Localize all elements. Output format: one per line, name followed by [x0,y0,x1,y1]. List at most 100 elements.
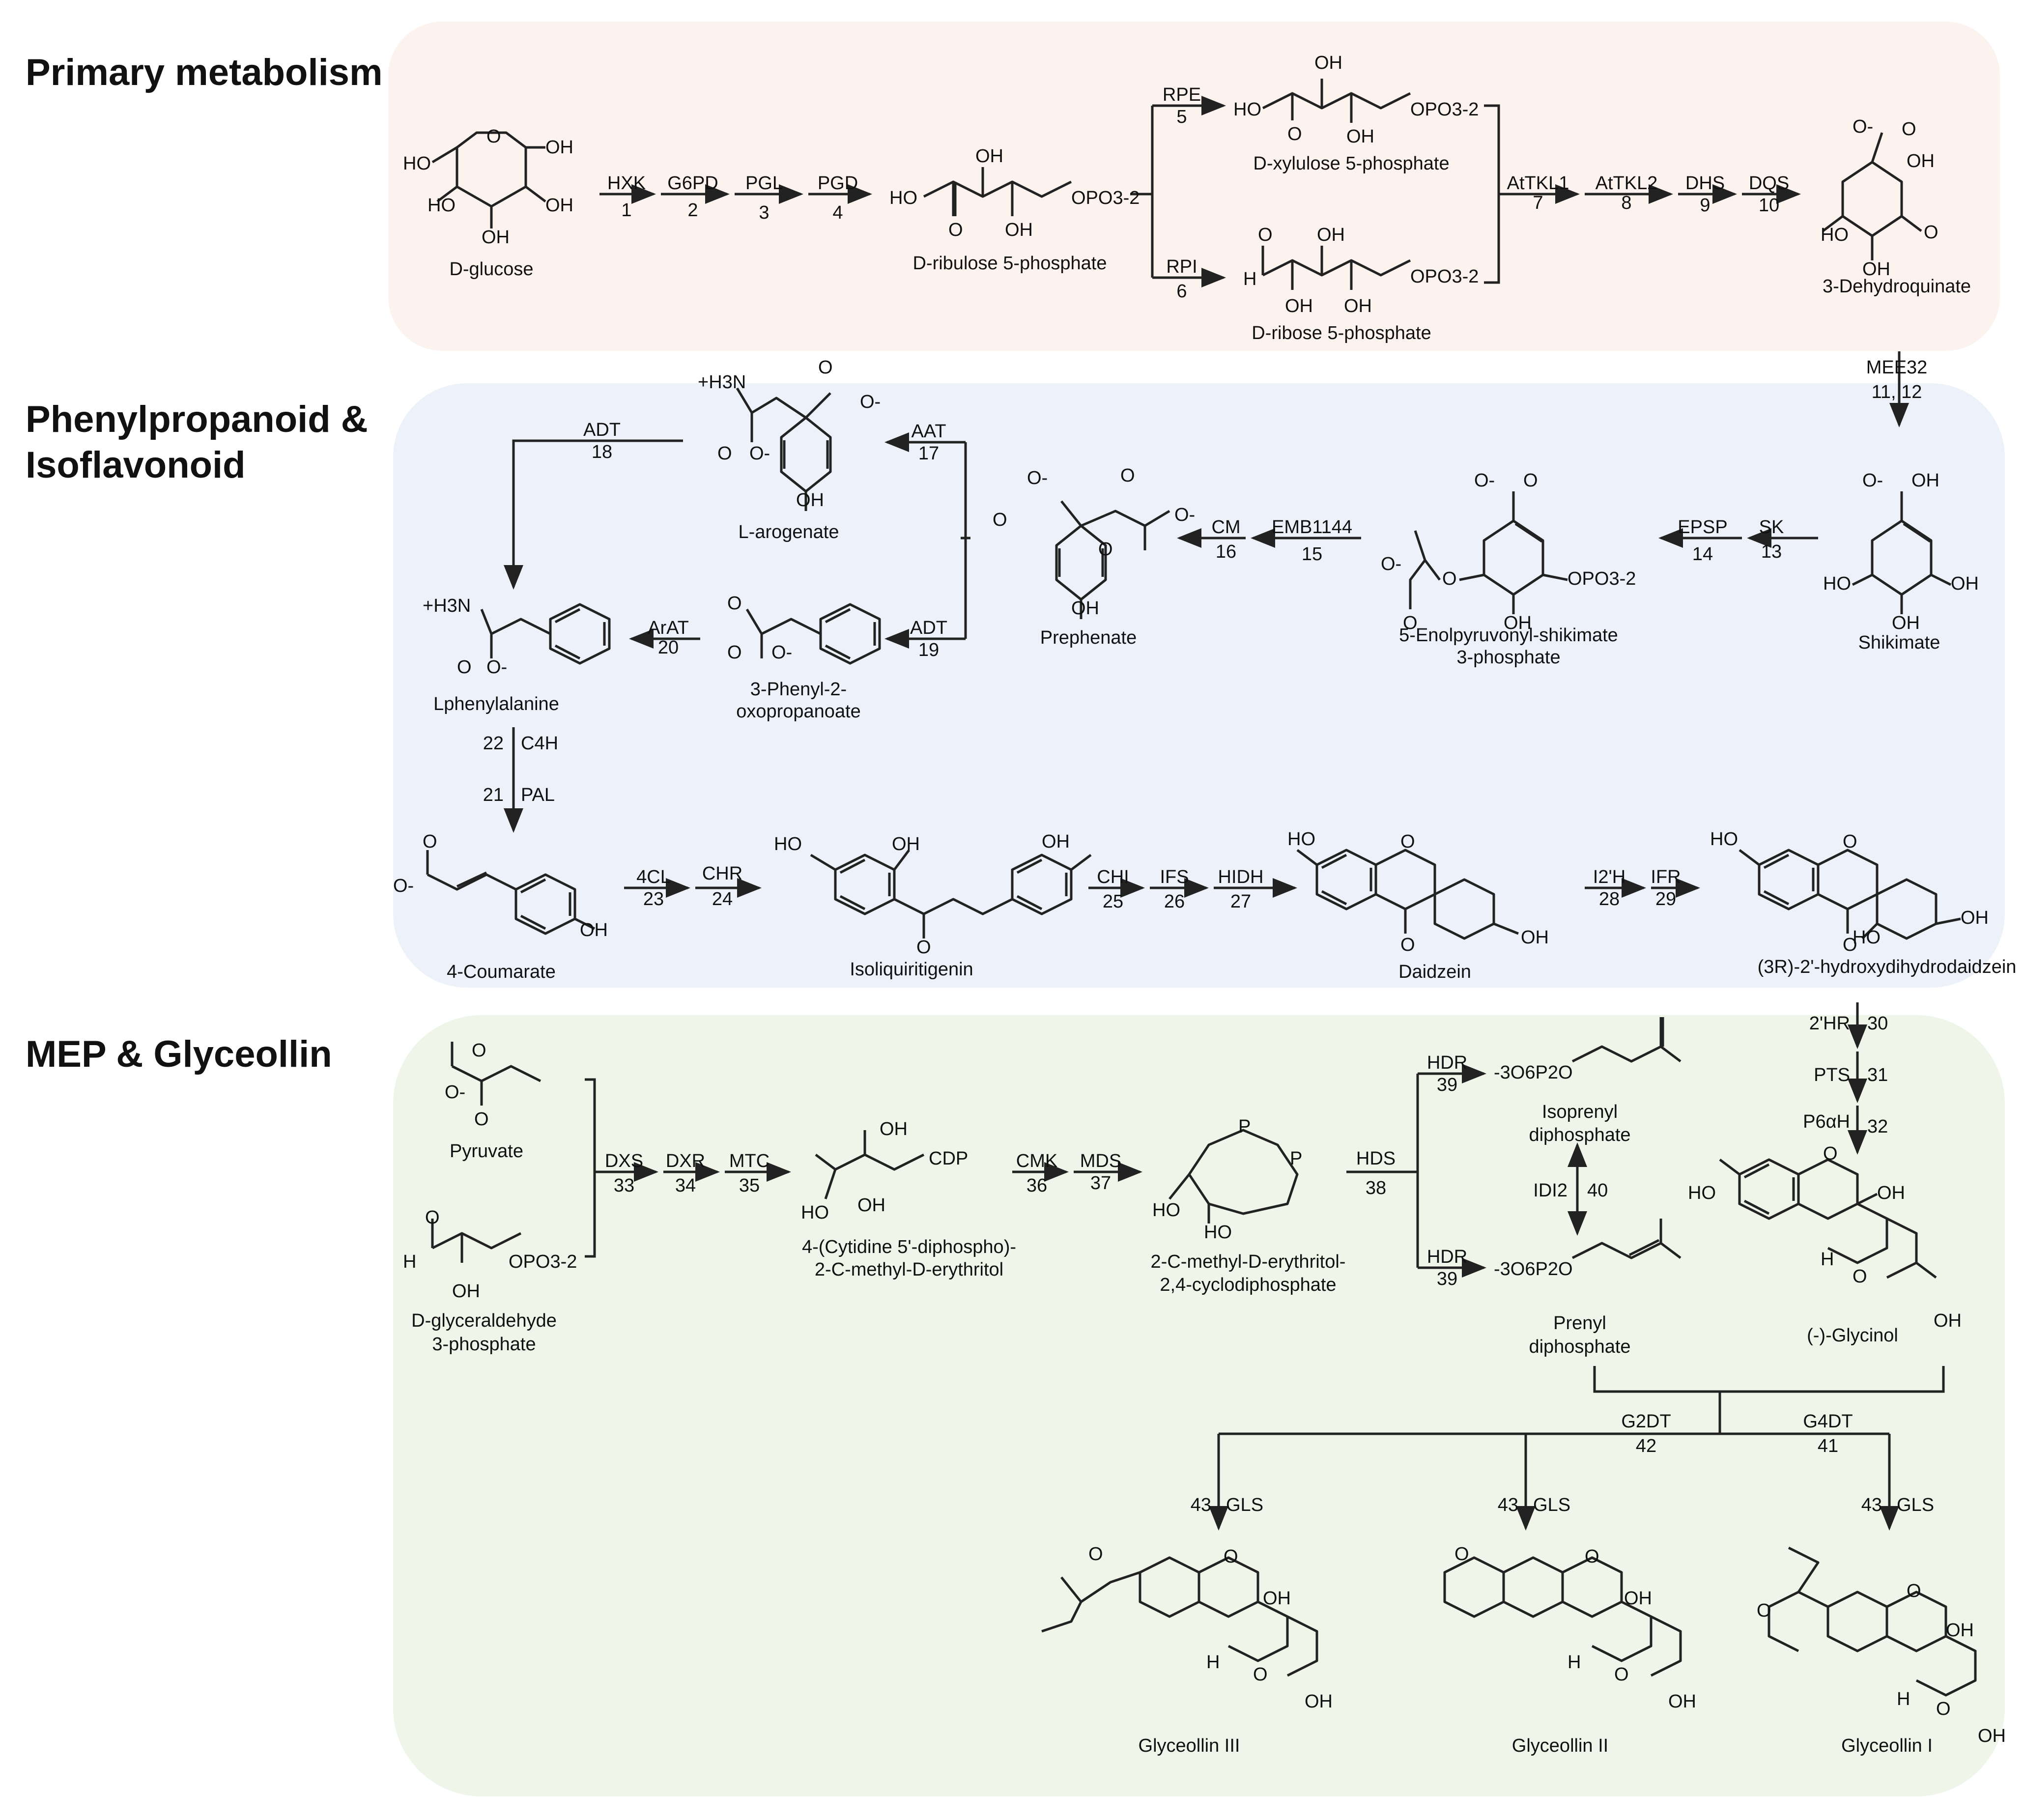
atom-label: HO [1233,99,1261,120]
compound-glyceollin-iii: Glyceollin III [1139,1735,1240,1756]
enzyme-step-15: 15 [1302,544,1322,565]
section-title-mep: MEP & Glyceollin [26,1033,332,1075]
atom-label: O- [1474,470,1495,491]
compound-cdpme-line1: 4-(Cytidine 5'-diphospho)- [802,1237,1016,1257]
atom-label: OH [1951,573,1979,594]
section-title-primary: Primary metabolism [26,52,383,93]
compound-shikimate: Shikimate [1858,632,1940,653]
atom-label: O [1442,569,1457,589]
compound-hydroxydihydrodaidzein: (3R)-2'-hydroxydihydrodaidzein [1758,957,2017,977]
enzyme-pal: PAL [521,785,555,805]
enzyme-i2h: I2'H [1593,867,1625,887]
enzyme-dxs: DXS [605,1151,643,1171]
enzyme-rpe: RPE [1163,85,1201,105]
atom-label: O [486,126,501,147]
atom-label: O [423,831,437,852]
compound-dmapp-line2: diphosphate [1529,1337,1630,1357]
atom-label: OH [580,920,608,940]
compound-isoliquiritigenin: Isoliquiritigenin [850,959,973,980]
atom-label: OH [1978,1726,2006,1746]
atom-label: HO [1853,927,1881,948]
atom-label: H [1568,1652,1581,1673]
atom-label: O [1088,1544,1103,1564]
atom-label: HO [801,1202,829,1223]
enzyme-g2dt: G2DT [1621,1411,1671,1432]
arrow-branch-aat-adt [961,442,970,639]
atom-label: HO [889,188,917,208]
enzyme-p6ah: P6αH [1803,1111,1850,1132]
enzyme-step-3: 3 [759,202,769,223]
arrow-adt18 [504,439,683,590]
enzyme-step-13: 13 [1761,541,1782,562]
enzyme-dxr: DXR [666,1151,705,1171]
atom-label: -3O6P2O [1494,1062,1573,1083]
atom-label: OH [1263,1588,1291,1609]
atom-label: O [1400,831,1415,852]
enzyme-step-17: 17 [918,443,939,464]
compound-3-dehydroquinate: 3-Dehydroquinate [1823,276,1971,297]
atom-label: O [717,443,732,464]
panel-primary-metabolism [388,22,2000,351]
atom-label: O [1757,1600,1771,1621]
atom-label: HO [1823,573,1851,594]
enzyme-step-5: 5 [1176,107,1187,127]
atom-label: O [1853,1266,1867,1287]
section-title-phenylpropanoid-line1: Phenylpropanoid & [26,398,368,440]
enzyme-step-43c: 43 [1861,1495,1882,1515]
compound-epsp-line1: 5-Enolpyruvonyl-shikimate [1399,625,1618,646]
atom-label: O- [1381,554,1401,574]
arrow-branch-rpe-rpi [1130,106,1154,278]
enzyme-sk: SK [1759,517,1784,538]
atom-label: OH [1305,1691,1333,1712]
atom-label: HO [428,195,456,216]
enzyme-step-33: 33 [614,1175,634,1196]
enzyme-2hr: 2'HR [1809,1013,1850,1034]
compound-phenylpyruvate-line1: 3-Phenyl-2- [750,679,847,700]
atom-label: OH [452,1281,480,1302]
compound-dmapp-line1: Prenyl [1553,1313,1606,1334]
atom-label: O [993,510,1007,530]
atom-label: OH [857,1195,885,1216]
enzyme-step-41: 41 [1818,1436,1838,1456]
atom-label: OH [1317,225,1345,245]
atom-label: HO [1710,829,1738,850]
atom-label: OH [1892,613,1920,633]
atom-label: HO [1821,225,1849,245]
enzyme-step-1: 1 [621,200,631,221]
atom-label: OH [796,490,824,511]
atom-label: O [727,593,742,614]
atom-label: O [818,357,833,378]
atom-label: CDP [929,1148,968,1169]
enzyme-step-23: 23 [643,889,664,910]
enzyme-step-2: 2 [687,200,698,221]
atom-label: O [1936,1699,1951,1719]
enzyme-gls-b: GLS [1533,1495,1570,1515]
enzyme-step-10: 10 [1759,195,1779,216]
enzyme-step-32: 32 [1867,1116,1888,1137]
enzyme-step-38: 38 [1366,1178,1386,1198]
enzyme-step-20: 20 [658,637,679,658]
enzyme-step-18: 18 [592,442,612,462]
enzyme-mee32: MEE32 [1866,357,1928,378]
enzyme-step-31: 31 [1867,1065,1888,1085]
atom-label: O [1454,1544,1469,1564]
atom-label: O [472,1040,486,1061]
enzyme-step-40: 40 [1587,1180,1608,1201]
atom-label: O [1823,1143,1838,1164]
atom-label: H [403,1251,416,1272]
atom-label: H [1243,269,1256,289]
section-title-phenylpropanoid-line2: Isoflavonoid [26,444,246,486]
enzyme-step-14: 14 [1692,544,1713,565]
enzyme-step-21: 21 [483,785,504,805]
atom-label: OH [1005,220,1033,240]
enzyme-hdr-a: HDR [1427,1052,1467,1073]
atom-label: O [1907,1581,1921,1601]
atom-label: H [1897,1689,1910,1709]
atom-label: HO [1287,829,1315,850]
atom-label: O [1523,470,1538,491]
enzyme-step-28: 28 [1599,889,1620,910]
compound-daidzein: Daidzein [1398,962,1471,982]
atom-label: O- [1853,116,1873,137]
atom-label: O [425,1207,440,1228]
atom-label: O [474,1109,489,1130]
